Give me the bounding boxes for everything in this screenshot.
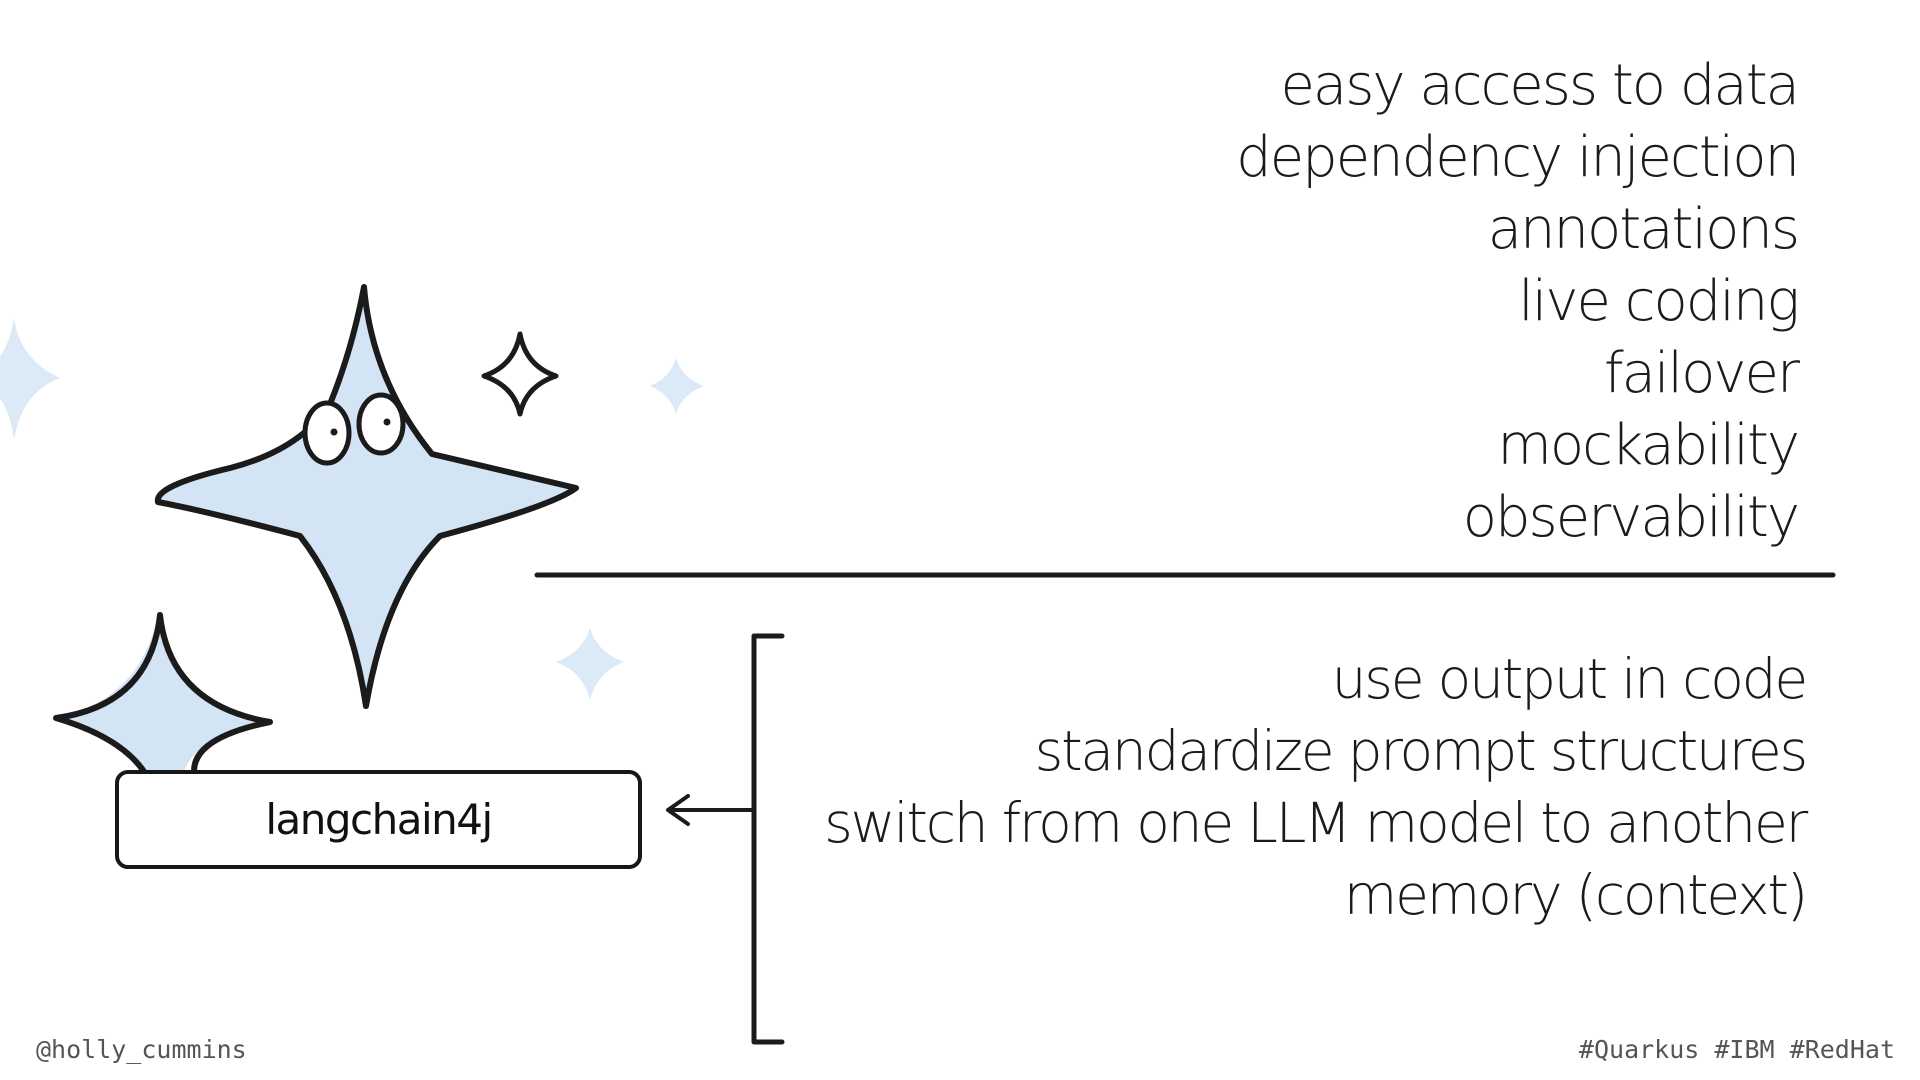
background-sparkle-icon <box>0 318 60 440</box>
tiny-sparkle-icon <box>481 331 559 417</box>
footer-hashtags: #Quarkus #IBM #RedHat <box>1578 1035 1895 1064</box>
feature-item: switch from one LLM model to another <box>824 791 1808 855</box>
langchain4j-box: langchain4j <box>115 770 642 869</box>
feature-item: easy access to data <box>1280 53 1800 118</box>
feature-item: annotations <box>1487 197 1800 262</box>
sparkle-pupil-left <box>330 428 338 436</box>
feature-item: failover <box>1603 341 1800 406</box>
background-sparkle-icon <box>556 628 624 700</box>
feature-list-bottom: use output in code standardize prompt st… <box>824 643 1809 931</box>
footer-handle: @holly_cummins <box>36 1035 247 1064</box>
feature-item: standardize prompt structures <box>1034 719 1809 783</box>
sparkle-eye-right <box>356 392 406 456</box>
sparkle-pupil-right <box>383 418 391 426</box>
feature-item: mockability <box>1497 413 1800 478</box>
background-sparkle-icon <box>650 358 704 414</box>
feature-item: live coding <box>1518 269 1800 334</box>
sparkle-character-icon <box>154 284 579 709</box>
sparkle-eye-left <box>302 400 352 466</box>
bracket-icon <box>751 633 785 1045</box>
small-sparkle-outline <box>53 612 273 785</box>
feature-item: observability <box>1462 485 1800 550</box>
arrow-left-icon <box>666 794 690 826</box>
feature-item: dependency injection <box>1236 125 1800 190</box>
feature-item: use output in code <box>1331 647 1809 711</box>
feature-item: memory (context) <box>1343 863 1809 927</box>
feature-list-top: easy access to data dependency injection… <box>1236 50 1800 554</box>
small-sparkle-icon <box>56 615 270 800</box>
